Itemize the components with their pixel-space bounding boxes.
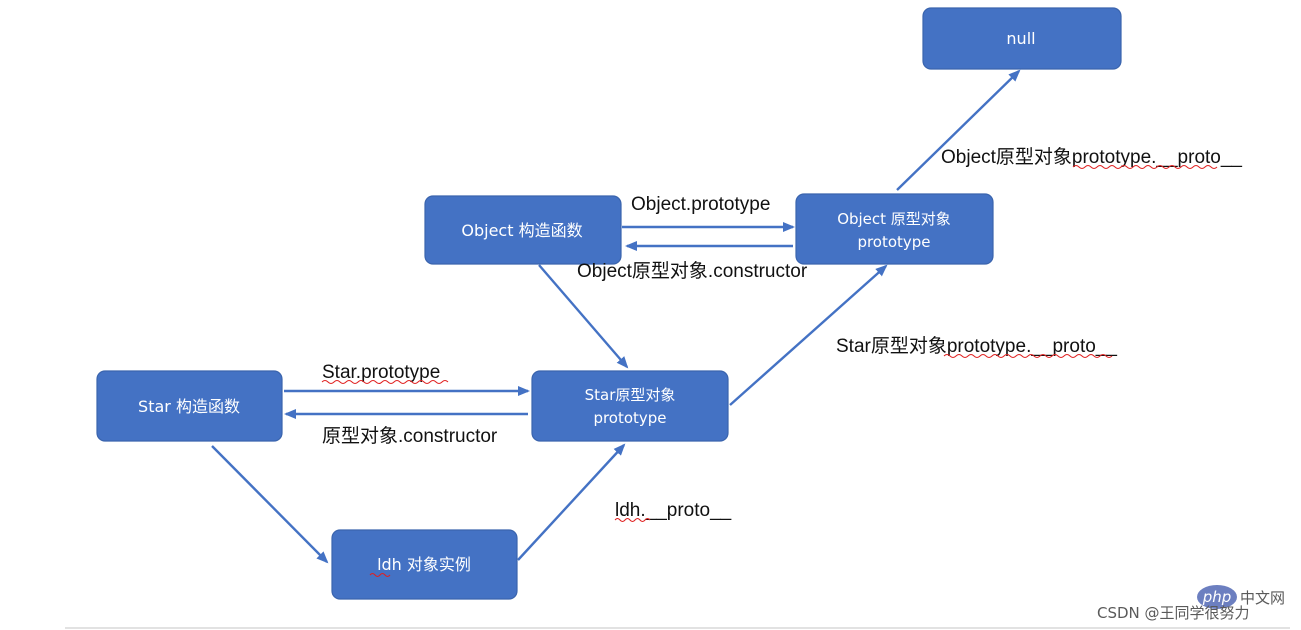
spellcheck-underline bbox=[614, 518, 651, 522]
php-logo-icon bbox=[1197, 585, 1237, 609]
edge-star-ctor-to-ldh bbox=[211, 445, 329, 564]
node-ldh-instance-box bbox=[331, 529, 518, 600]
node-star-prototype-label-1: Star原型对象 bbox=[585, 386, 676, 404]
spellcheck-underline bbox=[943, 354, 1113, 358]
watermark: php 中文网 CSDN @王同学很努力 bbox=[1097, 585, 1285, 622]
label-star-prototype: Star.prototype bbox=[322, 362, 440, 383]
edges bbox=[211, 69, 1021, 564]
edge-ldh-to-star-proto bbox=[517, 443, 626, 561]
edge-object-proto-to-null bbox=[896, 69, 1021, 191]
csdn-watermark: CSDN @王同学很努力 bbox=[1097, 604, 1250, 622]
label-star-proto-proto: Star原型对象prototype.__proto__ bbox=[836, 335, 1117, 357]
node-object-prototype-box bbox=[795, 193, 994, 265]
edge-object-ctor-to-star-proto bbox=[538, 264, 629, 369]
node-object-constructor-box bbox=[424, 195, 622, 265]
label-object-prototype: Object.prototype bbox=[631, 194, 770, 215]
node-null: null bbox=[922, 7, 1122, 70]
node-star-constructor-box bbox=[96, 370, 283, 442]
php-logo-text: php bbox=[1202, 588, 1232, 606]
node-null-label: null bbox=[1006, 29, 1035, 48]
label-object-proto-proto: Object原型对象prototype.__proto__ bbox=[941, 146, 1242, 168]
label-object-constructor: Object原型对象.constructor bbox=[577, 260, 808, 282]
edge-star-proto-to-object-proto bbox=[729, 264, 888, 406]
node-star-prototype-box bbox=[531, 370, 729, 442]
node-object-prototype: Object 原型对象 prototype bbox=[795, 193, 994, 265]
label-star-constructor: 原型对象.constructor bbox=[322, 425, 498, 447]
php-logo-suffix: 中文网 bbox=[1240, 589, 1285, 607]
spellcheck-underline bbox=[321, 380, 449, 384]
node-star-constructor-label: Star 构造函数 bbox=[138, 397, 240, 416]
node-null-box bbox=[922, 7, 1122, 70]
node-star-prototype: Star原型对象 prototype bbox=[531, 370, 729, 442]
node-star-constructor: Star 构造函数 bbox=[96, 370, 283, 442]
node-object-constructor-label: Object 构造函数 bbox=[461, 221, 582, 240]
node-ldh-instance: ldh 对象实例 bbox=[331, 529, 518, 600]
spellcheck-underline bbox=[1072, 165, 1218, 169]
node-object-constructor: Object 构造函数 bbox=[424, 195, 622, 265]
node-ldh-instance-label: ldh 对象实例 bbox=[377, 555, 471, 574]
spellcheck-underline bbox=[369, 573, 391, 577]
node-star-prototype-label-2: prototype bbox=[593, 409, 666, 427]
node-object-prototype-label-2: prototype bbox=[857, 233, 930, 251]
label-ldh-proto: ldh.__proto__ bbox=[615, 500, 732, 521]
node-object-prototype-label-1: Object 原型对象 bbox=[837, 210, 951, 228]
